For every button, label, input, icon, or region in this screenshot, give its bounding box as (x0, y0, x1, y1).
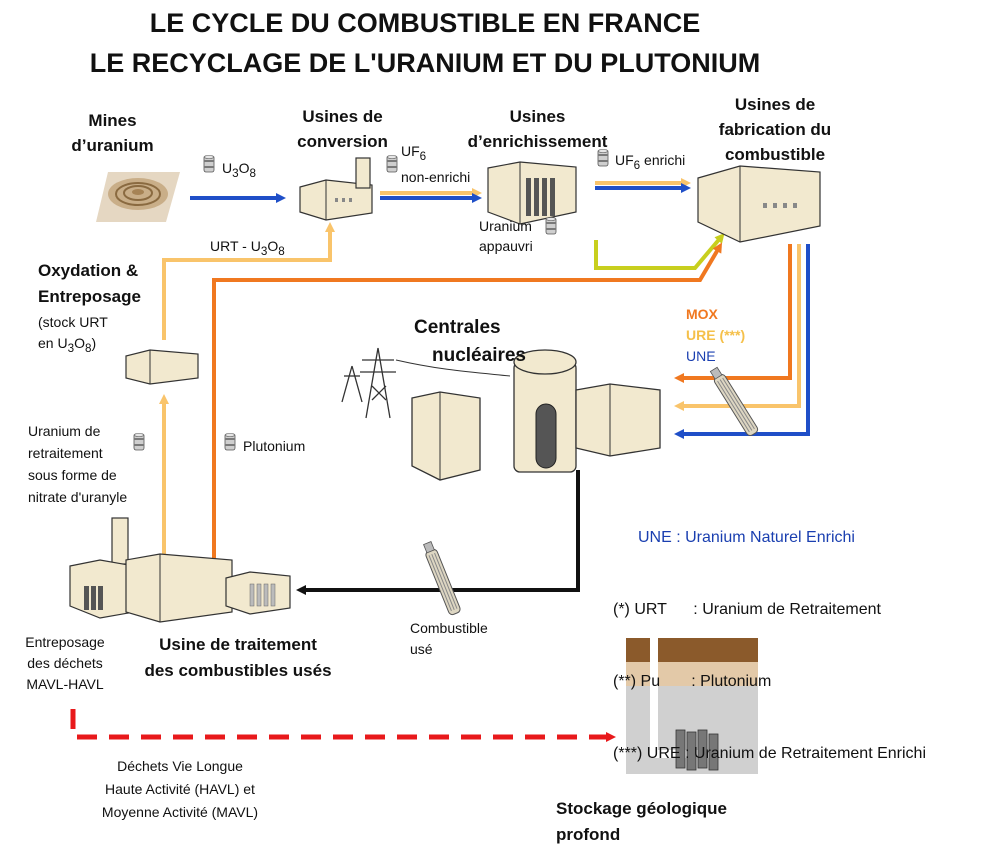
legend-une: UNE : Uranium Naturel Enrichi (638, 529, 855, 546)
reactor-icon (411, 349, 661, 481)
flow-label-mox: MOX (686, 306, 718, 322)
legend-urt: (*) URT : Uranium de Retraitement (613, 601, 881, 618)
node-fabrication: Usines de fabrication du combustible (700, 92, 850, 167)
title-line-2: LE RECYCLAGE DE L'URANIUM ET DU PLUTONIU… (89, 48, 761, 78)
legend-pu: (**) Pu : Plutonium (613, 673, 772, 690)
node-label: d’enrichissement (467, 132, 608, 151)
legend: UNE : Uranium Naturel Enrichi (*) URT : … (613, 478, 926, 790)
node-enrichissement: Usines d’enrichissement (455, 104, 620, 154)
flow-label-entreposage-dechets: Entreposage des déchets MAVL-HAVL (25, 634, 105, 692)
flow-label-combustible-use: Combustible usé (410, 620, 488, 657)
mine-icon (96, 172, 180, 222)
legend-ure: (***) URE : Uranium de Retraitement Enri… (613, 745, 926, 762)
node-label: Usines (509, 107, 566, 126)
factory-icon (125, 349, 199, 385)
flow-label-urt-u3o8: URT - U3O8 (210, 238, 285, 258)
page-subtitle: LE RECYCLAGE DE L'URANIUM ET DU PLUTONIU… (15, 46, 835, 80)
flow-label-uf6-enrichi: UF6 enrichi (615, 152, 686, 172)
node-centrales: Centrales nucléaires (414, 314, 526, 370)
flow-label-une: UNE (686, 348, 716, 364)
fuel-rod-icon (421, 540, 462, 617)
flow-label-ure: URE (***) (686, 327, 746, 343)
node-label: nucléaires (432, 345, 526, 366)
node-label: des combustibles usés (144, 661, 332, 680)
factory-icon (69, 517, 291, 623)
node-label: Mines (88, 111, 137, 130)
node-label: Usine de traitement (159, 635, 317, 654)
pylon-icon (341, 347, 511, 419)
barrel-icon (545, 217, 557, 235)
node-label: Stockage géologique (556, 799, 727, 818)
node-label: Oxydation & (38, 261, 139, 280)
factory-icon (697, 165, 821, 243)
flow-labels-fuel-types: MOX URE (***) UNE (686, 304, 745, 367)
node-note: (stock URT (38, 314, 108, 330)
barrel-icon (386, 155, 398, 173)
page-title: LE CYCLE DU COMBUSTIBLE EN FRANCE (95, 6, 755, 40)
flow-label-uf6-non-enrichi: UF6 non-enrichi (401, 143, 471, 185)
node-label: d’uranium (71, 136, 154, 155)
node-label: profond (556, 825, 621, 844)
flow-label-uranium-appauvri: Uranium appauvri (479, 218, 533, 254)
flow-label-plutonium: Plutonium (243, 438, 306, 454)
node-oxydation-note: (stock URT en U3O8) (38, 312, 108, 359)
node-mines: Mines d’uranium (55, 108, 170, 158)
node-label: Centrales (414, 317, 501, 338)
flow-label-uranium-retraitement: Uranium de retraitement sous forme de ni… (28, 423, 128, 505)
node-note: en U3O8) (38, 335, 97, 355)
factory-icon (487, 161, 577, 225)
barrel-icon (133, 433, 145, 451)
node-oxydation: Oxydation & Entreposage (38, 258, 141, 310)
node-traitement: Usine de traitement des combustibles usé… (128, 632, 348, 684)
barrel-icon (203, 155, 215, 173)
node-label: Usines de (734, 95, 816, 114)
flow-label-u3o8: U3O8 (222, 160, 256, 180)
node-label: combustible (724, 145, 826, 164)
node-conversion: Usines de conversion (285, 104, 400, 154)
title-line-1: LE CYCLE DU COMBUSTIBLE EN FRANCE (149, 8, 701, 38)
node-stockage: Stockage géologique profond (556, 796, 727, 848)
repository-icon (626, 638, 758, 774)
flow-label-dechets: Déchets Vie Longue Haute Activité (HAVL)… (101, 758, 259, 820)
node-label: conversion (297, 132, 388, 151)
node-label: Usines de (302, 107, 383, 126)
node-label: Entreposage (38, 287, 141, 306)
barrel-icon (224, 433, 236, 451)
factory-icon (299, 157, 373, 221)
node-label: fabrication du (718, 120, 832, 139)
